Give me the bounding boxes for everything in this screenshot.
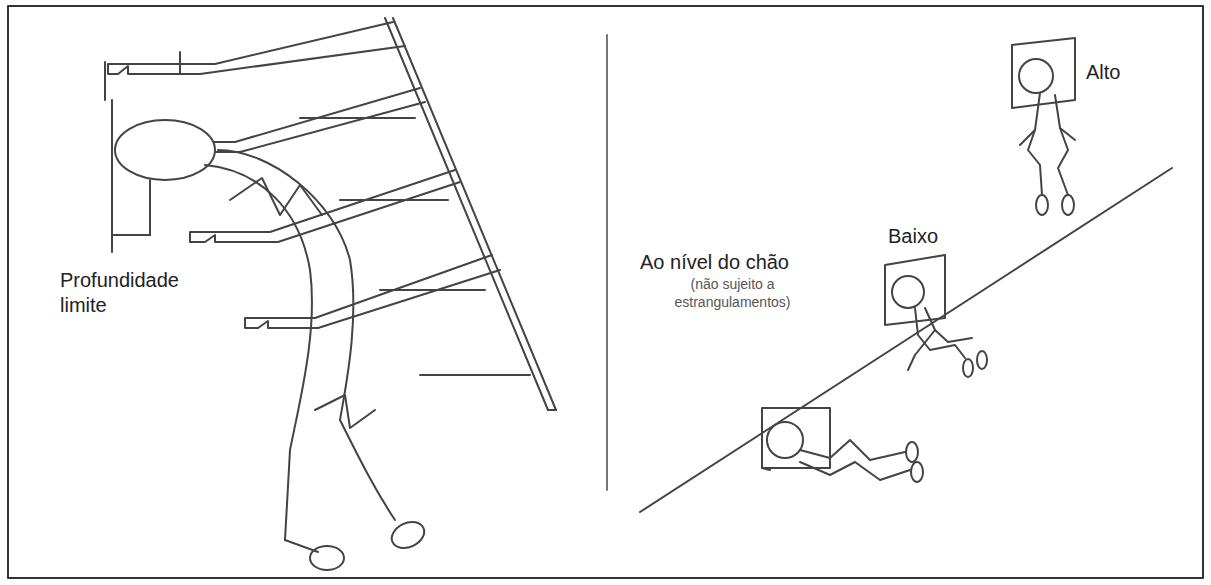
depth-leader: [112, 100, 150, 252]
trapped-person: [115, 120, 428, 570]
figure-label: Ao nível do chão: [640, 250, 840, 275]
shelf-rack: [105, 18, 556, 410]
high-opening: [1012, 38, 1075, 215]
figure-label: Profundidade limite: [60, 268, 190, 318]
low-opening: [885, 255, 987, 377]
figure-label: Baixo: [888, 224, 968, 249]
figure-label: Alto: [1086, 60, 1166, 85]
divider-line: [606, 35, 608, 490]
floor-opening: [762, 408, 923, 482]
note-label: (não sujeito a estrangulamentos): [665, 276, 800, 311]
frame-border: [8, 6, 1203, 578]
ground-line: [640, 168, 1172, 512]
